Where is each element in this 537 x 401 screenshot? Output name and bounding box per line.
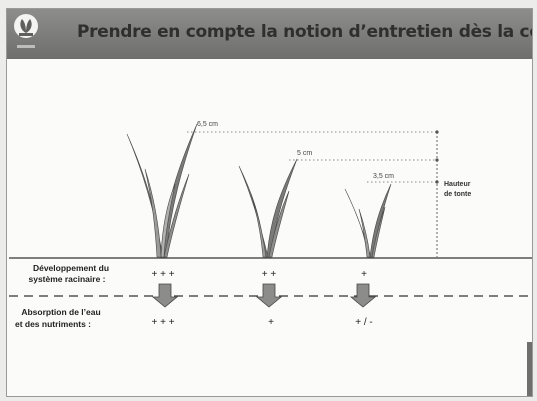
roots-value-3: + [361, 269, 367, 280]
hauteur-label-line1: Hauteur [444, 181, 471, 188]
absorption-value-3: + / - [355, 317, 373, 328]
row-label-roots-line1: Développement du [33, 263, 109, 273]
row-label-roots-line2: système racinaire : [28, 274, 105, 284]
dim-tick-top [435, 130, 439, 134]
grass-tuft-medium [238, 158, 298, 258]
slide: Prendre en compte la notion d’entretien … [6, 8, 533, 397]
roots-value-1: + + + [151, 269, 174, 280]
dim-tick-mid [435, 158, 439, 162]
row-label-absorption-line2: et des nutriments : [15, 319, 91, 329]
down-arrow-icon [255, 283, 283, 308]
down-arrow-icon [349, 283, 377, 308]
absorption-value-2: + [268, 317, 274, 328]
dim-tick-low [435, 180, 439, 184]
header-band: Prendre en compte la notion d’entretien … [7, 9, 532, 59]
edge-scroll-tab [527, 342, 532, 396]
absorption-value-1: + + + [151, 317, 174, 328]
grass-tuft-tall [126, 123, 198, 258]
height-label-65: 6,5 cm [197, 121, 218, 128]
mowing-height-diagram: 6,5 cm 5 cm 3,5 cm Hauteur de tonte [9, 121, 532, 329]
roots-value-2: + + [262, 269, 277, 280]
leaf-cup-logo-icon [14, 14, 38, 48]
height-label-35: 3,5 cm [373, 173, 394, 180]
height-guides [187, 131, 439, 183]
page-title: Prendre en compte la notion d’entretien … [77, 22, 532, 42]
height-label-5: 5 cm [297, 150, 312, 157]
down-arrow-icon [151, 283, 179, 308]
grass-tuft-short [344, 183, 392, 258]
hauteur-label-line2: de tonte [444, 191, 471, 198]
row-label-absorption-line1: Absorption de l’eau [21, 307, 100, 317]
